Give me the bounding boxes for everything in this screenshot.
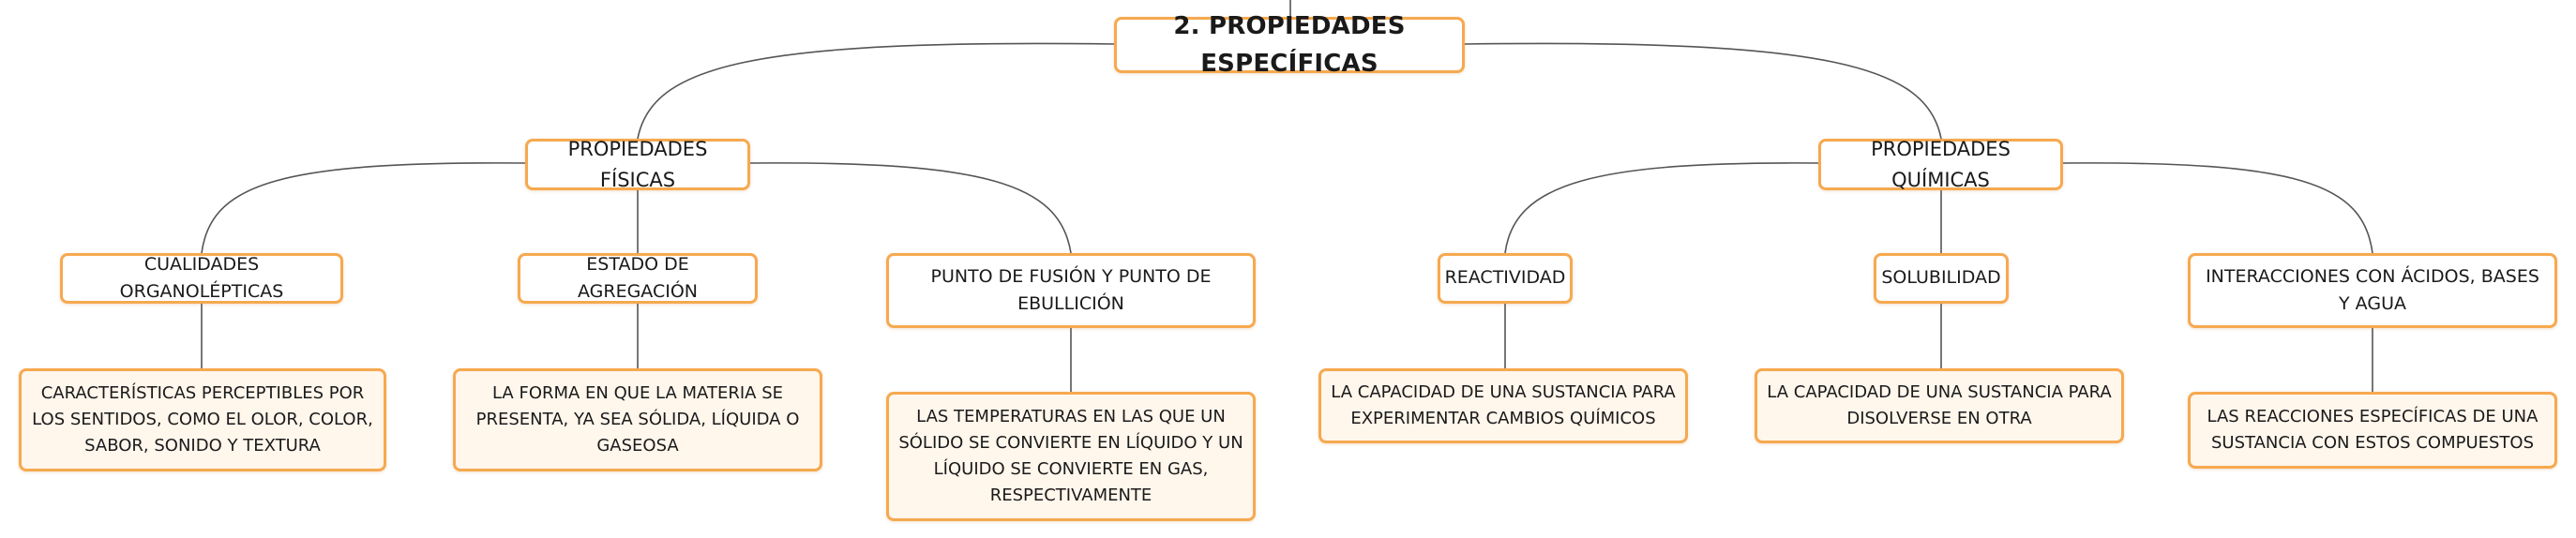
connector-root-fisicas	[637, 42, 1115, 140]
topic-cualidades-organolepticas[interactable]: CUALIDADES ORGANOLÉPTICAS	[60, 253, 343, 304]
description-text: CARACTERÍSTICAS PERCEPTIBLES POR LOS SEN…	[32, 383, 373, 456]
topic-punto-de-fusion-ebullicion[interactable]: PUNTO DE FUSIÓN Y PUNTO DE EBULLICIÓN	[886, 253, 1256, 328]
description-text: LAS TEMPERATURAS EN LAS QUE UN SÓLIDO SE…	[898, 407, 1243, 505]
description-cualidades-organolepticas[interactable]: CARACTERÍSTICAS PERCEPTIBLES POR LOS SEN…	[19, 368, 386, 471]
connector-root-quimicas	[1464, 42, 1942, 140]
topic-label: INTERACCIONES CON ÁCIDOS, BASES Y AGUA	[2206, 265, 2539, 314]
branch-propiedades-fisicas[interactable]: PROPIEDADES FÍSICAS	[525, 138, 750, 191]
branch-label: PROPIEDADES FÍSICAS	[567, 137, 708, 191]
topic-label: CUALIDADES ORGANOLÉPTICAS	[119, 253, 284, 302]
description-text: LA FORMA EN QUE LA MATERIA SE PRESENTA, …	[475, 383, 800, 456]
topic-label: ESTADO DE AGREGACIÓN	[577, 253, 699, 302]
connector-fisicas-organolepticas	[201, 162, 526, 254]
description-solubilidad[interactable]: LA CAPACIDAD DE UNA SUSTANCIA PARA DISOL…	[1755, 368, 2124, 443]
description-text: LA CAPACIDAD DE UNA SUSTANCIA PARA EXPER…	[1331, 382, 1676, 428]
root-node[interactable]: 2. PROPIEDADES ESPECÍFICAS	[1114, 12, 1465, 78]
connector-quimicas-reactividad	[1504, 162, 1819, 254]
description-reactividad[interactable]: LA CAPACIDAD DE UNA SUSTANCIA PARA EXPER…	[1318, 368, 1688, 443]
branch-label: PROPIEDADES QUÍMICAS	[1871, 137, 2011, 191]
description-text: LA CAPACIDAD DE UNA SUSTANCIA PARA DISOL…	[1767, 382, 2112, 428]
topic-estado-de-agregacion[interactable]: ESTADO DE AGREGACIÓN	[518, 253, 758, 304]
topic-label: SOLUBILIDAD	[1881, 267, 2001, 289]
connector-quimicas-interacciones	[2062, 162, 2373, 254]
description-estado-de-agregacion[interactable]: LA FORMA EN QUE LA MATERIA SE PRESENTA, …	[453, 368, 822, 471]
description-punto-de-fusion-ebullicion[interactable]: LAS TEMPERATURAS EN LAS QUE UN SÓLIDO SE…	[886, 392, 1256, 521]
topic-interacciones-acidos-bases-agua[interactable]: INTERACCIONES CON ÁCIDOS, BASES Y AGUA	[2188, 253, 2557, 328]
connector-fisicas-fusion	[749, 162, 1072, 254]
description-interacciones-acidos-bases-agua[interactable]: LAS REACCIONES ESPECÍFICAS DE UNA SUSTAN…	[2188, 392, 2557, 469]
topic-label: REACTIVIDAD	[1444, 267, 1566, 289]
branch-propiedades-quimicas[interactable]: PROPIEDADES QUÍMICAS	[1818, 138, 2063, 191]
topic-reactividad[interactable]: REACTIVIDAD	[1438, 253, 1573, 304]
root-label: 2. PROPIEDADES ESPECÍFICAS	[1173, 11, 1406, 78]
topic-label: PUNTO DE FUSIÓN Y PUNTO DE EBULLICIÓN	[930, 265, 1212, 314]
description-text: LAS REACCIONES ESPECÍFICAS DE UNA SUSTAN…	[2207, 407, 2538, 453]
topic-solubilidad[interactable]: SOLUBILIDAD	[1874, 253, 2009, 304]
